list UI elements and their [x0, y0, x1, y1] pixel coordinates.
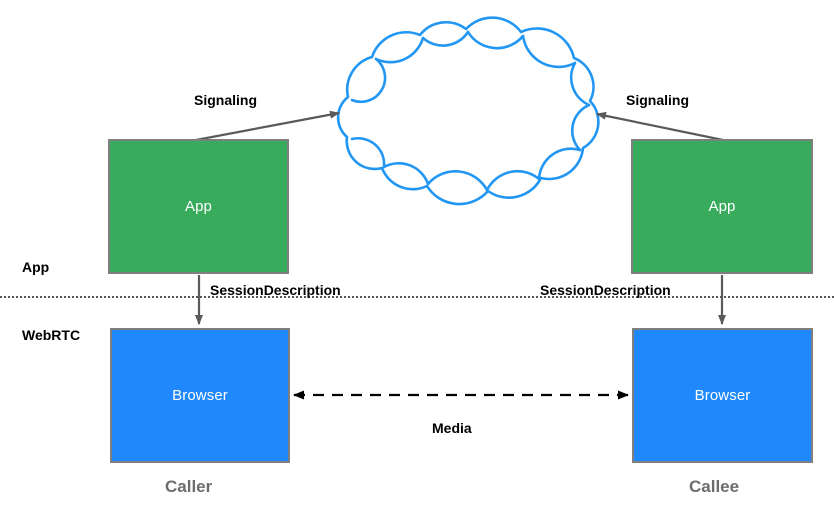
edge-label-signaling-right: Signaling — [626, 92, 689, 108]
cloud-icon — [336, 16, 600, 206]
caption-callee: Callee — [689, 477, 740, 496]
caption-caller: Caller — [165, 477, 213, 496]
edge-label-sessiondescription-right: SessionDescription — [540, 282, 671, 298]
edge-label-sessiondescription-left: SessionDescription — [210, 282, 341, 298]
signaling-arrow-left — [195, 110, 340, 142]
signaling-arrow-right — [596, 111, 724, 142]
app-box-caller[interactable]: App — [108, 139, 289, 274]
browser-box-caller[interactable]: Browser — [110, 328, 290, 463]
layer-label-app: App — [22, 259, 50, 275]
layer-label-webrtc: WebRTC — [22, 327, 81, 343]
edge-label-signaling-left: Signaling — [194, 92, 257, 108]
layer-divider — [0, 296, 834, 298]
edge-label-media: Media — [432, 420, 472, 436]
app-box-callee[interactable]: App — [631, 139, 813, 274]
browser-box-callee[interactable]: Browser — [632, 328, 813, 463]
